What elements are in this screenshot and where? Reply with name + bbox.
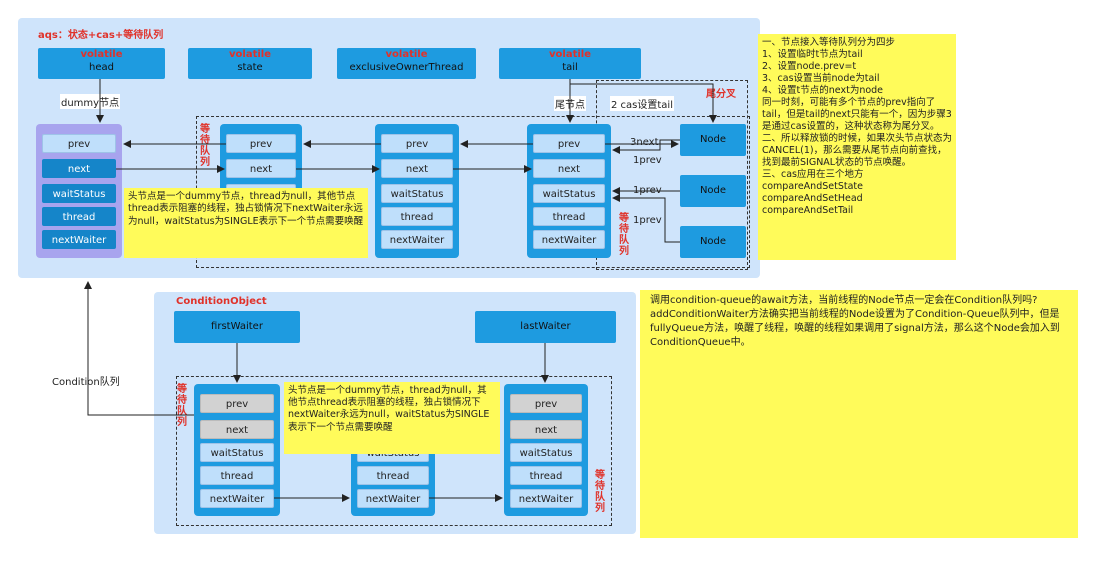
state-field-label: state xyxy=(237,62,263,73)
next-waiter-field: nextWaiter xyxy=(510,489,582,508)
tail-field-label: tail xyxy=(562,62,578,73)
condition-node: prev next waitStatus thread nextWaiter xyxy=(194,384,280,516)
wait-queue-label: 等待队列 xyxy=(619,213,629,257)
next-field: next xyxy=(381,159,453,178)
next-waiter-field: nextWaiter xyxy=(533,230,605,249)
wait-queue-label: 等待队列 xyxy=(200,124,210,168)
prev-arrow-label: 1prev xyxy=(633,155,662,166)
first-waiter-box: firstWaiter xyxy=(174,311,300,343)
volatile-keyword: volatile xyxy=(385,49,428,60)
prev-field: prev xyxy=(226,134,296,153)
prev-field: prev xyxy=(200,394,274,413)
next-waiter-field: nextWaiter xyxy=(42,230,116,249)
note-line: compareAndSetState xyxy=(762,181,863,192)
enqueue-steps-note: 一、节点接入等待队列分为四步 1、设置临时t节点为tail 2、设置node.p… xyxy=(758,34,956,260)
note-line: 一、节点接入等待队列分为四步 xyxy=(762,37,896,48)
condition-title: ConditionObject xyxy=(176,296,267,307)
note-line: 二、所以释放锁的时候，如果次头节点状态为CANCEL(1)，那么需要从尾节点向前… xyxy=(762,133,953,168)
await-question-note: 调用condition-queue的await方法，当前线程的Node节点一定会… xyxy=(640,290,1078,538)
head-field-box: volatile head xyxy=(38,48,165,79)
note-line: 三、cas应用在三个地方 xyxy=(762,169,864,180)
head-node-note: 头节点是一个dummy节点，thread为null，其他节点thread表示阻塞… xyxy=(124,188,368,258)
volatile-keyword: volatile xyxy=(229,49,271,60)
tail-fork-label: 尾分叉 xyxy=(706,89,736,100)
condition-queue-label: Condition队列 xyxy=(52,377,120,388)
prev-arrow-label: 1prev xyxy=(633,215,662,226)
note-line: 2、设置node.prev=t xyxy=(762,61,857,72)
tail-node: prev next waitStatus thread nextWaiter xyxy=(527,124,611,258)
wait-status-field: waitStatus xyxy=(42,184,116,203)
thread-field: thread xyxy=(381,207,453,226)
wait-status-field: waitStatus xyxy=(510,443,582,462)
wait-status-field: waitStatus xyxy=(533,184,605,203)
state-field-box: volatile state xyxy=(188,48,312,79)
note-line: compareAndSetTail xyxy=(762,205,854,216)
condition-queue-boundary xyxy=(176,376,612,526)
prev-field: prev xyxy=(381,134,453,153)
wait-queue-label: 等待队列 xyxy=(595,470,605,514)
next-arrow-label: 3next xyxy=(630,137,659,148)
tail-field-box: volatile tail xyxy=(499,48,641,79)
note-line: 1、设置临时t节点为tail xyxy=(762,49,863,60)
volatile-keyword: volatile xyxy=(549,49,591,60)
next-field: next xyxy=(200,420,274,439)
prev-field: prev xyxy=(42,134,116,153)
thread-field: thread xyxy=(357,466,429,485)
condition-head-note: 头节点是一个dummy节点，thread为null，其他节点thread表示阻塞… xyxy=(284,382,500,454)
prev-field: prev xyxy=(510,394,582,413)
volatile-keyword: volatile xyxy=(80,49,123,60)
fork-node: Node xyxy=(680,226,746,258)
next-field: next xyxy=(533,159,605,178)
thread-field: thread xyxy=(533,207,605,226)
note-line: 3、cas设置当前node为tail xyxy=(762,73,880,84)
note-line: compareAndSetHead xyxy=(762,193,863,204)
thread-field: thread xyxy=(200,466,274,485)
condition-node: prev next waitStatus thread nextWaiter xyxy=(504,384,588,516)
next-waiter-field: nextWaiter xyxy=(357,489,429,508)
head-field-label: head xyxy=(89,62,114,73)
wait-status-field: waitStatus xyxy=(381,184,453,203)
next-field: next xyxy=(226,159,296,178)
next-waiter-field: nextWaiter xyxy=(381,230,453,249)
next-waiter-field: nextWaiter xyxy=(200,489,274,508)
cas-set-tail-label: 2 cas设置tail xyxy=(610,96,674,111)
owner-thread-field-box: volatile exclusiveOwnerThread xyxy=(337,48,476,79)
fork-node: Node xyxy=(680,124,746,156)
dummy-node-label: dummy节点 xyxy=(60,94,121,109)
wait-status-field: waitStatus xyxy=(200,443,274,462)
prev-field: prev xyxy=(533,134,605,153)
queue-node: prev next waitStatus thread nextWaiter xyxy=(375,124,459,258)
head-dummy-node: prev next waitStatus thread nextWaiter xyxy=(36,124,122,258)
thread-field: thread xyxy=(42,207,116,226)
note-line: 同一时刻，可能有多个节点的prev指向了tail，但是tail的next只能有一… xyxy=(762,97,952,132)
next-field: next xyxy=(510,420,582,439)
last-waiter-box: lastWaiter xyxy=(475,311,616,343)
aqs-title: aqs：状态+cas+等待队列 xyxy=(38,30,164,41)
thread-field: thread xyxy=(510,466,582,485)
fork-node: Node xyxy=(680,175,746,207)
note-line: 4、设置t节点的next为node xyxy=(762,85,884,96)
wait-queue-label: 等待队列 xyxy=(177,384,187,428)
next-field: next xyxy=(42,159,116,178)
owner-thread-field-label: exclusiveOwnerThread xyxy=(349,62,464,73)
